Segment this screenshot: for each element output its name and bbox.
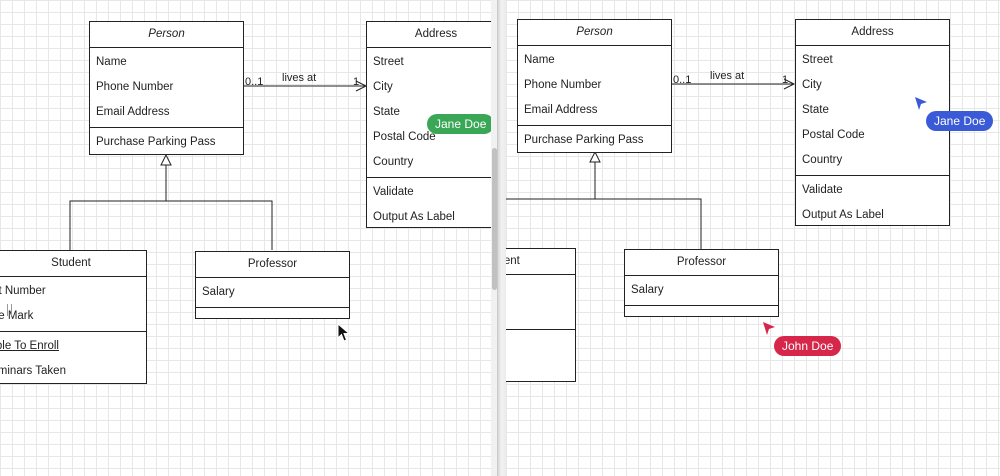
operation[interactable]: Validate bbox=[802, 184, 843, 196]
operations-section: Validate Output As Label bbox=[367, 177, 497, 232]
attributes-section: Name Phone Number Email Address bbox=[90, 48, 243, 127]
class-person[interactable]: Person Name Phone Number Email Address P… bbox=[517, 19, 672, 153]
attribute[interactable]: Phone Number bbox=[524, 79, 602, 91]
operation[interactable]: Get Seminars Taken bbox=[0, 365, 66, 377]
multiplicity-target: 1 bbox=[353, 76, 360, 88]
attribute[interactable]: Student Number bbox=[506, 277, 575, 302]
class-name: Student bbox=[506, 249, 575, 275]
operations-section: Is Eligible To Enroll Get Seminars Taken bbox=[506, 329, 575, 384]
attribute[interactable]: Name bbox=[96, 56, 127, 68]
attribute[interactable]: Postal Code bbox=[373, 131, 436, 143]
attribute[interactable]: Average Mark bbox=[506, 302, 575, 327]
class-name: Person bbox=[90, 22, 243, 48]
multiplicity-source: 0..1 bbox=[245, 76, 264, 88]
class-student[interactable]: Student Student Number Average Mark Is E… bbox=[0, 250, 147, 384]
attribute[interactable]: Email Address bbox=[524, 104, 598, 116]
attribute[interactable]: City bbox=[802, 79, 822, 91]
operation[interactable]: Validate bbox=[373, 186, 414, 198]
class-name: Person bbox=[518, 20, 671, 46]
attributes-section: Student Number Average Mark bbox=[0, 277, 146, 331]
attributes-section: Salary bbox=[196, 278, 349, 307]
operations-section: Purchase Parking Pass bbox=[518, 125, 671, 155]
operation[interactable]: Is Eligible To Enroll bbox=[0, 340, 59, 352]
collaborator-cursor-icon bbox=[915, 97, 927, 110]
resize-handle[interactable] bbox=[7, 304, 12, 316]
class-name: Professor bbox=[196, 252, 349, 278]
multiplicity-target: 1 bbox=[782, 74, 789, 86]
operation[interactable]: Purchase Parking Pass bbox=[524, 134, 644, 146]
collaborator-badge-jane: Jane Doe bbox=[427, 114, 495, 134]
class-person[interactable]: Person Name Phone Number Email Address P… bbox=[89, 21, 244, 155]
generalization-line-student[interactable] bbox=[69, 165, 167, 250]
operations-section: Is Eligible To Enroll Get Seminars Taken bbox=[0, 331, 146, 386]
attribute[interactable]: Street bbox=[373, 56, 404, 68]
class-name: Address bbox=[796, 20, 949, 46]
attribute[interactable]: Street bbox=[802, 54, 833, 66]
association-label: lives at bbox=[282, 72, 317, 84]
attributes-section: Street City State Postal Code Country bbox=[796, 46, 949, 175]
operation[interactable]: Is Eligible To Enroll bbox=[506, 332, 575, 357]
collaborator-badge-john: John Doe bbox=[774, 336, 842, 356]
attribute[interactable]: Name bbox=[524, 54, 555, 66]
attribute[interactable]: Salary bbox=[631, 284, 664, 296]
attribute[interactable]: State bbox=[373, 106, 400, 118]
operations-section bbox=[196, 307, 349, 320]
attributes-section: Name Phone Number Email Address bbox=[518, 46, 671, 125]
attribute[interactable]: Salary bbox=[202, 286, 235, 298]
split-divider[interactable] bbox=[497, 0, 507, 476]
attribute[interactable]: City bbox=[373, 81, 393, 93]
generalization-line-professor[interactable] bbox=[595, 198, 702, 249]
attributes-section: Student Number Average Mark bbox=[506, 275, 575, 329]
mouse-pointer-icon bbox=[337, 323, 351, 342]
operation[interactable]: Output As Label bbox=[802, 209, 884, 221]
diagram-canvas-right[interactable]: 0..1 lives at 1 Person Name Phone Number… bbox=[506, 0, 1000, 476]
operations-section: Purchase Parking Pass bbox=[90, 127, 243, 157]
multiplicity-source: 0..1 bbox=[673, 74, 692, 86]
attribute[interactable]: State bbox=[802, 104, 829, 116]
operation[interactable]: Output As Label bbox=[373, 211, 455, 223]
generalization-line-student[interactable] bbox=[506, 162, 596, 200]
attribute[interactable]: Country bbox=[373, 156, 414, 168]
attribute[interactable]: Postal Code bbox=[802, 129, 865, 141]
class-name: Student bbox=[0, 251, 146, 277]
generalization-line-professor[interactable] bbox=[166, 200, 273, 250]
operation[interactable]: Purchase Parking Pass bbox=[96, 136, 216, 148]
collaborator-badge-jane: Jane Doe bbox=[926, 111, 994, 131]
attributes-section: Street City State Postal Code Country bbox=[367, 48, 497, 177]
association-label: lives at bbox=[710, 70, 745, 82]
attribute[interactable]: Student Number bbox=[0, 285, 46, 297]
attributes-section: Salary bbox=[625, 276, 778, 305]
class-address[interactable]: Address Street City State Postal Code Co… bbox=[795, 19, 950, 226]
operations-section: Validate Output As Label bbox=[796, 175, 949, 230]
class-name: Address bbox=[367, 22, 497, 48]
attribute[interactable]: Average Mark bbox=[0, 310, 34, 322]
collaborator-cursor-icon bbox=[763, 322, 775, 335]
scrollbar-thumb[interactable] bbox=[492, 148, 497, 290]
class-professor[interactable]: Professor Salary bbox=[624, 249, 779, 317]
attribute[interactable]: Email Address bbox=[96, 106, 170, 118]
operations-section bbox=[625, 305, 778, 318]
diagram-canvas-left[interactable]: 0..1 lives at 1 Person Name Phone Number… bbox=[0, 0, 497, 476]
attribute[interactable]: Phone Number bbox=[96, 81, 174, 93]
class-student[interactable]: Student Student Number Average Mark Is E… bbox=[506, 248, 576, 382]
attribute[interactable]: Country bbox=[802, 154, 843, 166]
class-professor[interactable]: Professor Salary bbox=[195, 251, 350, 319]
class-name: Professor bbox=[625, 250, 778, 276]
operation[interactable]: Get Seminars Taken bbox=[506, 357, 575, 382]
